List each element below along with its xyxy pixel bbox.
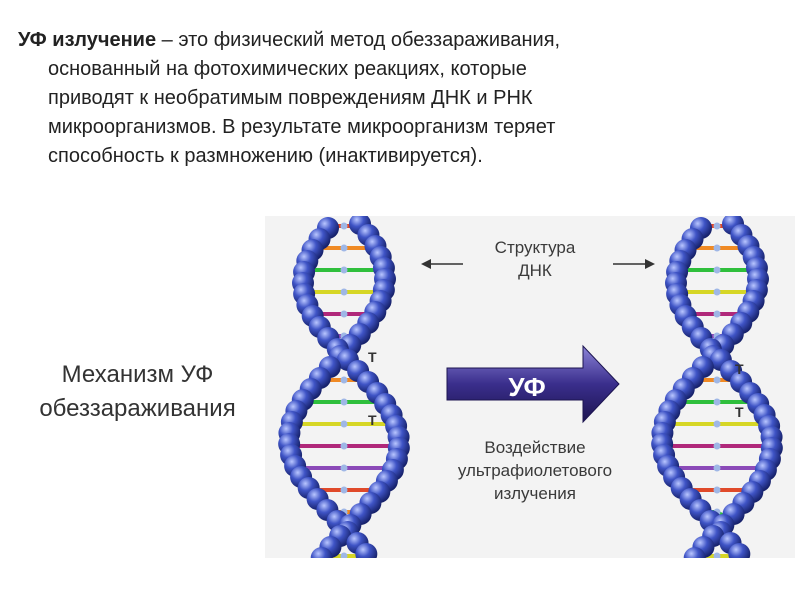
base-pair-bond [340,244,348,252]
structure-label-line-2: ДНК [518,261,552,280]
base-pair-bond [713,244,721,252]
dna-helix-before [278,216,410,558]
base-pair-bond [713,266,721,274]
definition-line-5: способность к размножению (инактивируетс… [48,145,483,167]
definition-line-4: микроорганизмов. В результате микроорган… [48,116,556,138]
mechanism-label-line-1: Механизм УФ [61,361,214,388]
uv-dna-diagram: УФ T T T T Структура ДНК Воздействие уль… [265,216,795,558]
backbone-sphere [683,547,706,558]
dna-illustration: УФ T T T T [278,216,783,558]
uv-arrow-label: УФ [508,372,545,402]
base-pair-bond [340,266,348,274]
base-pair-bond [340,222,348,230]
base-pair-bond [713,376,721,384]
base-pair-bond [340,310,348,318]
base-pair-bond [713,222,721,230]
base-pair-bond [340,464,348,472]
base-pair-bond [713,442,721,450]
base-pair-bond [340,486,348,494]
base-label-t-right-2: T [735,404,744,420]
effect-label-line-1: Воздействие [484,438,586,457]
structure-label-line-1: Структура [494,238,576,257]
base-pair-bond [340,552,348,558]
definition-line-3: приводят к необратимым повреждениям ДНК … [48,87,533,109]
effect-label: Воздействие ультрафиолетового излучения [430,436,640,505]
base-pair-bond [340,420,348,428]
effect-label-line-2: ультрафиолетового [457,461,613,480]
definition-line-1: УФ излучение – это физический метод обез… [18,26,778,55]
structure-left-arrow [421,259,463,269]
base-label-t-left-2: T [368,412,377,428]
backbone-sphere [355,543,378,558]
structure-label: Структура ДНК [455,236,615,282]
uv-arrow: УФ [446,344,620,424]
base-pair-bond [340,398,348,406]
base-label-t-right-1: T [735,361,744,377]
effect-label-line-3: излучения [494,484,576,503]
base-pair-bond [713,288,721,296]
mechanism-label-line-2: обеззараживания [39,395,236,422]
base-pair-bond [713,398,721,406]
base-pair-bond [340,376,348,384]
structure-right-arrow [613,259,655,269]
backbone-sphere [728,543,751,558]
base-label-t-left-1: T [368,349,377,365]
definition-paragraph: УФ излучение – это физический метод обез… [18,26,778,171]
definition-text: – это физический метод обеззараживания, [156,29,561,51]
base-pair-bond [713,552,721,558]
dna-helix-after [651,216,783,558]
base-pair-bond [713,310,721,318]
base-pair-bond [340,288,348,296]
base-pair-bond [340,442,348,450]
mechanism-label: Механизм УФ обеззараживания [10,358,265,426]
base-pair-bond [713,464,721,472]
base-pair-bond [713,420,721,428]
backbone-sphere [310,547,333,558]
definition-line-2: основанный на фотохимических реакциях, к… [48,58,527,80]
base-pair-bond [713,486,721,494]
definition-term: УФ излучение [18,29,157,51]
